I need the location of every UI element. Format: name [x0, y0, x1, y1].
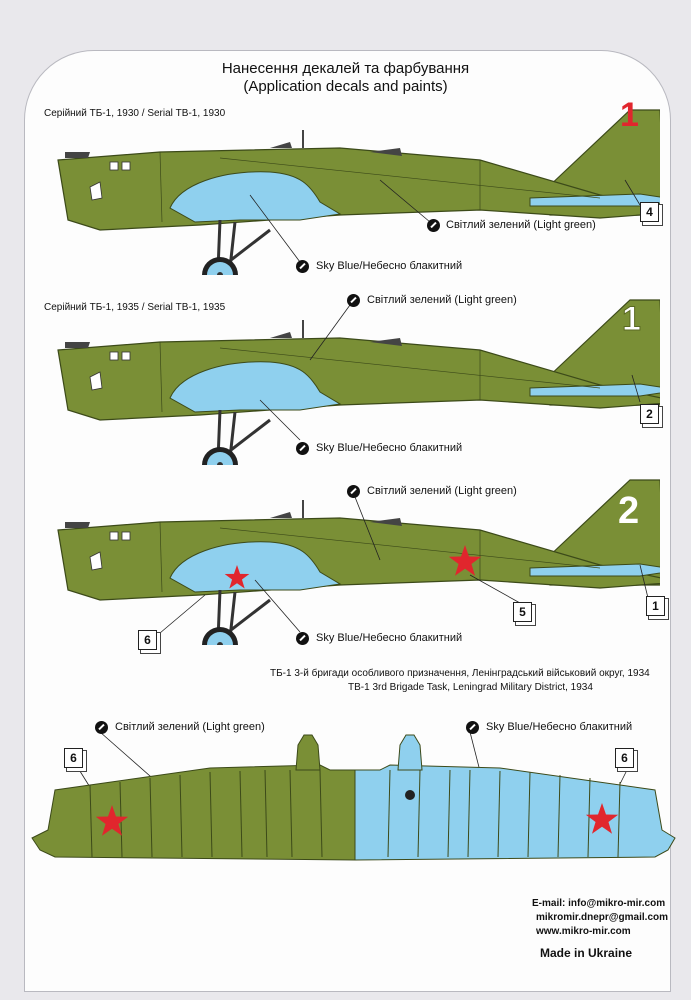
- decal-ref-badge: 6: [64, 748, 83, 768]
- profile-2-drawing: [56, 298, 660, 465]
- wing-sky-blue-label: Sky Blue/Небесно блакитний: [486, 721, 633, 733]
- email-text: E-mail: info@mikro-mir.com: [532, 898, 666, 909]
- decal-ref-badge: 2: [640, 404, 659, 424]
- profile-2-light-green-label: Світлий зелений (Light green): [367, 294, 517, 306]
- title-english: (Application decals and paints): [243, 78, 448, 95]
- decal-ref-badge: 6: [615, 748, 634, 768]
- profile-2-tail-number: 1: [622, 300, 642, 339]
- paint-icon: [347, 485, 360, 498]
- paint-icon: [296, 442, 309, 455]
- paint-icon: [296, 260, 309, 273]
- website-text: www.mikro-mir.com: [536, 926, 631, 937]
- profile-2-caption: Серійний ТБ-1, 1935 / Serial ТВ-1, 1935: [44, 302, 226, 313]
- paint-icon: [427, 219, 440, 232]
- decal-ref-badge: 6: [138, 630, 157, 650]
- profile-3-light-green-label: Світлий зелений (Light green): [367, 485, 517, 497]
- profile-1-tail-number: 1: [620, 96, 639, 134]
- decal-ref-badge: 4: [640, 202, 659, 222]
- profile-1-caption: Серійний ТБ-1, 1930 / Serial ТВ-1, 1930: [44, 108, 226, 119]
- decal-ref-badge: 1: [646, 596, 665, 616]
- paint-icon: [466, 721, 479, 734]
- decal-ref-badge: 5: [513, 602, 532, 622]
- profile-1-light-green-label: Світлий зелений (Light green): [446, 219, 596, 231]
- wing-light-green-label: Світлий зелений (Light green): [115, 721, 265, 733]
- profile-3-caption-ukrainian: ТБ-1 3-й бригади особливого призначення,…: [270, 668, 650, 679]
- made-in-text: Made in Ukraine: [540, 946, 633, 960]
- wing-lower-surface: [354, 734, 676, 861]
- title-ukrainian: Нанесення декалей та фарбування: [221, 60, 470, 77]
- profile-3-caption-english: ТВ-1 3rd Brigade Task, Leningrad Militar…: [348, 682, 593, 693]
- wing-upper-surface: [31, 734, 356, 861]
- profile-3-tail-number: 2: [618, 490, 640, 532]
- paint-icon: [95, 721, 108, 734]
- profile-3-sky-blue-label: Sky Blue/Небесно блакитний: [316, 632, 463, 644]
- leader-lines: [77, 179, 649, 831]
- profile-1-sky-blue-label: Sky Blue/Небесно блакитний: [316, 260, 463, 272]
- paint-icon: [296, 632, 309, 645]
- paint-icon: [347, 294, 360, 307]
- email2-text: mikromir.dnepr@gmail.com: [536, 912, 669, 923]
- profile-2-sky-blue-label: Sky Blue/Небесно блакитний: [316, 442, 463, 454]
